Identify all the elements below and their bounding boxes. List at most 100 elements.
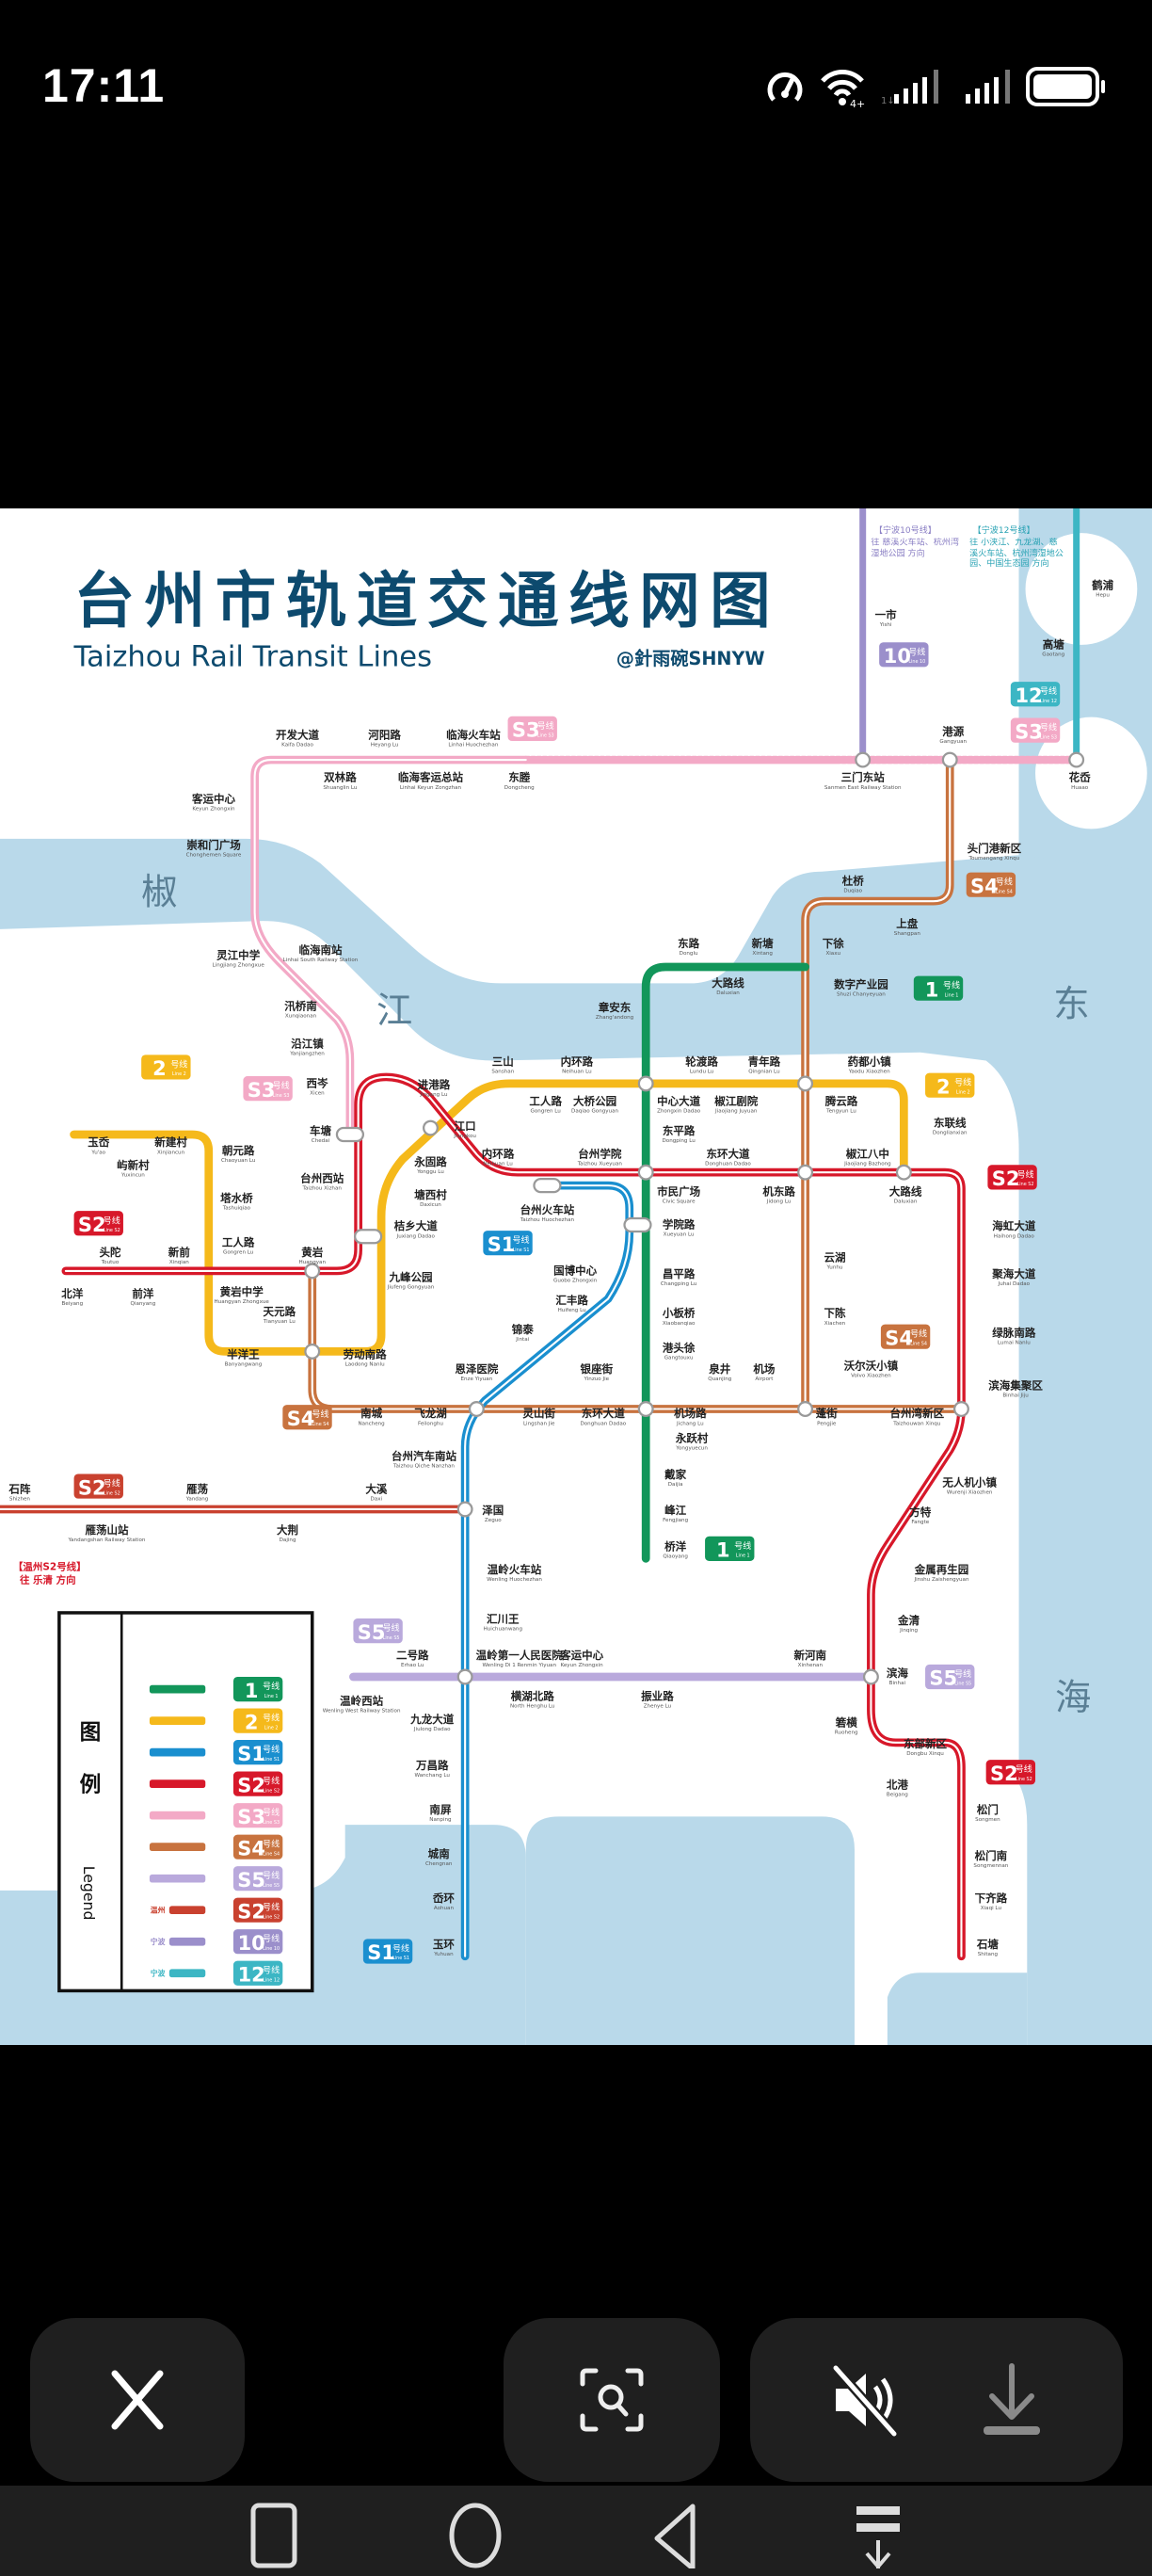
- legend-prefix: 宁波: [151, 1937, 166, 1946]
- station-name: 塘西村: [414, 1188, 447, 1201]
- mute-icon[interactable]: [828, 2362, 904, 2438]
- home-icon[interactable]: [448, 2503, 503, 2568]
- station-name: 临海南站: [298, 943, 343, 957]
- station-name: 椒江八中: [846, 1147, 889, 1160]
- battery-icon: [1026, 67, 1105, 106]
- station-name-en: Qingnian Lu: [748, 1070, 780, 1075]
- station-name: 下徐: [823, 937, 845, 950]
- image-search-button[interactable]: [504, 2318, 720, 2482]
- badge-zh: 号线: [996, 877, 1013, 888]
- station-name-en: Daxicun: [420, 1202, 441, 1208]
- station-name-en: Donghuan Dadao: [580, 1421, 626, 1426]
- station-name: 机东路: [762, 1185, 795, 1199]
- metro-map-image[interactable]: 椒江东海 台州市轨道交通线网图 Taizhou Rail Transit Lin…: [0, 508, 1152, 2045]
- badge-zh: 号线: [382, 1622, 399, 1634]
- station-name-en: Toumengang Xinqu: [968, 856, 1020, 861]
- station-name-en: Fangte: [911, 1520, 929, 1525]
- interchange-marker: [797, 1164, 814, 1181]
- badge-number: S5: [237, 1869, 265, 1892]
- station-name-en: Xinjiancun: [157, 1150, 185, 1155]
- nb12-direction-note: 【宁波12号线】 往 小浃江、九龙湖、慈溪火车站、杭州湾湿地公园、中国生态园 方…: [969, 524, 1064, 570]
- interchange-marker: [468, 1401, 485, 1417]
- station-name-en: Dongcheng: [504, 785, 535, 791]
- legend-title-zh-1: 图: [80, 1720, 102, 1745]
- download-icon[interactable]: [979, 2362, 1045, 2438]
- badge-number: 1: [245, 1680, 259, 1702]
- station-name-en: Wurenji Xiaozhen: [947, 1490, 993, 1496]
- badge-zh: 号线: [263, 1965, 280, 1976]
- station-name: 河阳路: [368, 728, 401, 741]
- badge-zh: 号线: [1040, 685, 1057, 697]
- badge-en: Line S5: [954, 1682, 971, 1687]
- station-name: 玉岙: [88, 1135, 110, 1149]
- data-saver-icon: [767, 72, 803, 102]
- station-name-en: Qianyang: [131, 1301, 156, 1307]
- station-name-en: Taizhou Xueyuan: [577, 1161, 623, 1167]
- station-name: 台州学院: [578, 1147, 622, 1160]
- interchange-marker: [1068, 751, 1085, 768]
- station-name: 振业路: [641, 1689, 674, 1702]
- station-name: 北港: [887, 1779, 909, 1792]
- close-button[interactable]: [30, 2318, 245, 2482]
- back-icon[interactable]: [651, 2503, 698, 2568]
- station-name: 泉井: [708, 1362, 731, 1376]
- badge-number: 10: [884, 645, 911, 668]
- recents-icon[interactable]: [250, 2503, 297, 2568]
- metro-map: 椒江东海 台州市轨道交通线网图 Taizhou Rail Transit Lin…: [0, 508, 1152, 2045]
- notification-pull-icon[interactable]: [855, 2503, 902, 2568]
- station-name: 汇丰路: [555, 1294, 588, 1307]
- station-name-en: Erhao Lu: [401, 1663, 424, 1668]
- badge-en: Line S1: [513, 1248, 530, 1253]
- status-bar: 17:11 4+ 1↓: [0, 0, 1152, 141]
- station-name-en: Hepu: [1096, 593, 1110, 599]
- station-name-en: Volvo Xiaozhen: [851, 1374, 891, 1379]
- badge-number: S2: [237, 1900, 265, 1923]
- station-name-en: Tianyuan Lu: [263, 1319, 296, 1325]
- map-author: @針雨碗SHNYW: [616, 648, 765, 669]
- badge-zh: 号线: [263, 1776, 280, 1787]
- badge-en: Line S2: [1016, 1777, 1032, 1782]
- station-name-en: Jiufeng Gongyuan: [387, 1284, 435, 1290]
- badge-number: S1: [367, 1941, 395, 1964]
- station-name-en: Juhai Dadao: [998, 1281, 1031, 1287]
- badge-number: S5: [929, 1667, 957, 1690]
- station-name: 戴家: [664, 1468, 687, 1481]
- interchange-marker: [895, 1164, 912, 1181]
- station-name: 鹤浦: [1092, 579, 1114, 592]
- nb12-note-body: 往 小浃江、九龙湖、慈溪火车站、杭州湾湿地公园、中国生态园 方向: [969, 538, 1064, 570]
- station-name-en: Gangtouxu: [664, 1355, 694, 1360]
